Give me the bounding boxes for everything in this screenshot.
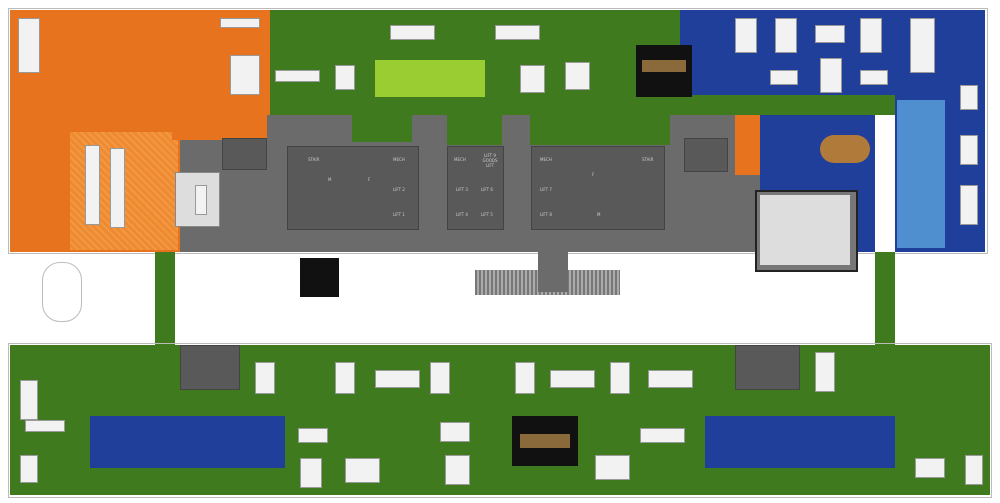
top-wing-outline bbox=[8, 8, 988, 254]
green-corridor bbox=[680, 95, 895, 115]
core-block-east: MECH F LIFT 7 LIFT 8 M STAIR bbox=[531, 146, 665, 230]
desk bbox=[735, 18, 757, 53]
room-label: LIFT 5 bbox=[481, 212, 493, 217]
core-block-west: STAIR M F MECH LIFT 2 LIFT 1 bbox=[287, 146, 419, 230]
desk bbox=[345, 458, 380, 483]
room-label: F bbox=[592, 172, 595, 177]
room-label: F bbox=[368, 177, 371, 182]
desk bbox=[20, 455, 38, 483]
room-label: MECH bbox=[540, 157, 552, 162]
green-pocket-3 bbox=[530, 115, 670, 145]
room-label: STAIR bbox=[642, 157, 654, 162]
lounge-floor bbox=[760, 195, 850, 265]
desk bbox=[815, 25, 845, 43]
desk bbox=[335, 65, 355, 90]
desk bbox=[648, 370, 693, 388]
desk bbox=[640, 428, 685, 443]
boardroom-table bbox=[520, 434, 570, 448]
green-link-east bbox=[875, 252, 895, 347]
desk bbox=[20, 380, 38, 420]
blue-zone-bottom-west bbox=[90, 416, 285, 468]
room-label: LIFT 7 bbox=[540, 187, 552, 192]
desk bbox=[820, 58, 842, 93]
core-room bbox=[684, 138, 728, 172]
desk bbox=[550, 370, 595, 388]
desk bbox=[960, 135, 978, 165]
room-label: LIFT 3 bbox=[456, 187, 468, 192]
external-pod bbox=[42, 262, 82, 322]
desk bbox=[860, 70, 888, 85]
desk bbox=[85, 145, 100, 225]
desk bbox=[18, 18, 40, 73]
desk bbox=[375, 370, 420, 388]
desk bbox=[25, 420, 65, 432]
orange-room-right bbox=[735, 115, 760, 175]
meeting-pod bbox=[300, 258, 339, 297]
desk bbox=[595, 455, 630, 480]
desk bbox=[960, 85, 978, 110]
room-label: STAIR bbox=[308, 157, 320, 162]
desk bbox=[565, 62, 590, 90]
green-pocket-2 bbox=[447, 115, 502, 145]
stair-landing bbox=[538, 252, 568, 292]
orange-small-rooms bbox=[172, 115, 267, 140]
desk bbox=[965, 455, 983, 485]
room-label: LIFT 9 GOODS LIFT bbox=[482, 153, 498, 168]
desk bbox=[815, 352, 835, 392]
green-pocket-1 bbox=[352, 115, 412, 142]
desk bbox=[440, 422, 470, 442]
desk bbox=[445, 455, 470, 485]
desk bbox=[255, 362, 275, 394]
room-label: M bbox=[328, 177, 332, 182]
oval-meeting-table bbox=[820, 135, 870, 163]
desk bbox=[910, 18, 935, 73]
desk bbox=[960, 185, 978, 225]
desk bbox=[300, 458, 322, 488]
boardroom-table bbox=[642, 60, 686, 72]
desk bbox=[390, 25, 435, 40]
desk bbox=[335, 362, 355, 394]
desk bbox=[915, 458, 945, 478]
desk bbox=[520, 65, 545, 93]
bottom-wing-outline bbox=[8, 343, 992, 498]
room-label: LIFT 6 bbox=[481, 187, 493, 192]
room-label: LIFT 8 bbox=[540, 212, 552, 217]
blue-light-area bbox=[897, 100, 945, 248]
desk bbox=[775, 18, 797, 53]
lime-collab-area bbox=[375, 60, 485, 97]
room-label: M bbox=[597, 212, 601, 217]
core-block-lifts: MECH LIFT 9 GOODS LIFT LIFT 3 LIFT 6 LIF… bbox=[447, 146, 504, 230]
room-label: MECH bbox=[393, 157, 405, 162]
desk bbox=[298, 428, 328, 443]
core-room-bottom-east bbox=[735, 345, 800, 390]
room-label: MECH bbox=[454, 157, 466, 162]
room-label: LIFT 2 bbox=[393, 187, 405, 192]
core-room bbox=[222, 138, 267, 170]
room-label: LIFT 4 bbox=[456, 212, 468, 217]
desk bbox=[430, 362, 450, 394]
desk bbox=[110, 148, 125, 228]
blue-zone-bottom-east bbox=[705, 416, 895, 468]
green-link-west bbox=[155, 252, 175, 347]
room-label: LIFT 1 bbox=[393, 212, 405, 217]
desk bbox=[610, 362, 630, 394]
desk bbox=[495, 25, 540, 40]
desk bbox=[195, 185, 207, 215]
desk bbox=[220, 18, 260, 28]
desk bbox=[770, 70, 798, 85]
desk bbox=[860, 18, 882, 53]
desk bbox=[275, 70, 320, 82]
desk bbox=[515, 362, 535, 394]
core-room-bottom-west bbox=[180, 345, 240, 390]
desk bbox=[230, 55, 260, 95]
